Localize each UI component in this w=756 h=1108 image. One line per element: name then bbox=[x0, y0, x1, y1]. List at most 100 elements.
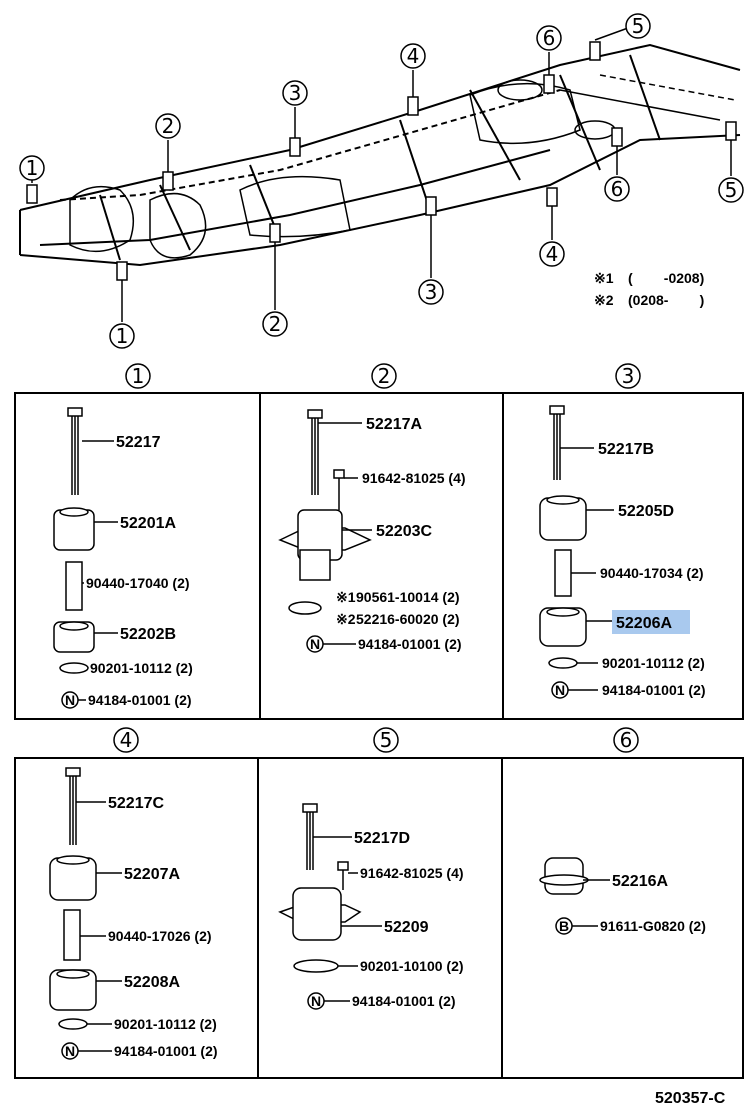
part-label: 52216A bbox=[612, 873, 668, 890]
svg-text:5: 5 bbox=[380, 728, 393, 752]
washer-icon-s1 bbox=[59, 662, 89, 674]
bolt-icon-s2 bbox=[307, 409, 323, 495]
n-mark-icon-s4: N bbox=[61, 1042, 79, 1060]
small-bolt-icon-s5 bbox=[337, 861, 349, 890]
part-label: 94184-01001 (2) bbox=[114, 1043, 218, 1059]
part-label: 90201-10112 (2) bbox=[90, 660, 193, 676]
part-label: 91642-81025 (4) bbox=[362, 470, 466, 486]
cushion-icon-s6 bbox=[539, 857, 589, 895]
part-label: 52202B bbox=[120, 626, 176, 643]
cushion-upper-icon-s4 bbox=[49, 855, 97, 901]
n-mark-icon-s2: N bbox=[306, 635, 324, 653]
svg-text:5: 5 bbox=[725, 178, 738, 202]
note-2-text: (0208- ) bbox=[628, 292, 704, 308]
svg-text:6: 6 bbox=[620, 728, 633, 752]
frame-callout-3b: 3 bbox=[418, 279, 444, 305]
washer-icon-s2 bbox=[288, 601, 322, 615]
part-label: 90440-17026 (2) bbox=[108, 928, 212, 944]
cushion-upper-icon-s1 bbox=[53, 507, 95, 551]
svg-text:2: 2 bbox=[269, 312, 282, 336]
frame-callout-1a: 1 bbox=[19, 155, 45, 181]
section-header-5: 5 bbox=[373, 727, 399, 753]
frame-callout-4b: 4 bbox=[539, 241, 565, 267]
frame-callout-4a: 4 bbox=[400, 43, 426, 69]
cushion-upper-icon-s3 bbox=[539, 495, 587, 541]
part-label: 94184-01001 (2) bbox=[352, 993, 456, 1009]
part-label: 52201A bbox=[120, 515, 176, 532]
part-highlight bbox=[612, 610, 690, 634]
svg-text:5: 5 bbox=[632, 14, 645, 38]
svg-text:1: 1 bbox=[26, 156, 39, 180]
part-label: 52209 bbox=[384, 919, 429, 936]
b-mark-icon-s6: B bbox=[555, 917, 573, 935]
part-label: 91642-81025 (4) bbox=[360, 865, 464, 881]
part-label: 91611-G0820 (2) bbox=[600, 918, 706, 934]
part-label: 52208A bbox=[124, 974, 180, 991]
part-label: 94184-01001 (2) bbox=[88, 692, 192, 708]
n-mark-icon-s5: N bbox=[307, 992, 325, 1010]
small-bolt-icon-s2 bbox=[333, 469, 345, 510]
cushion-lower-icon-s3 bbox=[539, 607, 587, 647]
section-headers: 1 2 3 4 5 6 bbox=[113, 363, 641, 753]
label-leaders bbox=[76, 422, 614, 1052]
cushion-bracket-icon-s5 bbox=[278, 887, 362, 941]
bolt-icon-s5 bbox=[302, 803, 318, 870]
prefix-icons: N N N N N B bbox=[61, 635, 573, 1060]
svg-text:2: 2 bbox=[162, 114, 175, 138]
part-label: 90440-17040 (2) bbox=[86, 575, 190, 591]
svg-text:N: N bbox=[65, 1043, 75, 1059]
part-label: 52217A bbox=[366, 416, 422, 433]
part-label: 52217C bbox=[108, 795, 164, 812]
frame-callout-5a: 5 bbox=[625, 13, 651, 39]
svg-text:4: 4 bbox=[120, 728, 133, 752]
svg-text:6: 6 bbox=[543, 26, 556, 50]
diagram-code: 520357-C bbox=[655, 1090, 726, 1107]
frame-callout-5b: 5 bbox=[718, 177, 744, 203]
section-header-3: 3 bbox=[615, 363, 641, 389]
svg-text:N: N bbox=[310, 636, 320, 652]
part-label: 52205D bbox=[618, 503, 674, 520]
washer-icon-s5 bbox=[293, 959, 339, 973]
collar-icon-s1 bbox=[65, 561, 83, 611]
svg-text:B: B bbox=[559, 918, 569, 934]
svg-text:3: 3 bbox=[425, 280, 438, 304]
svg-text:N: N bbox=[311, 993, 321, 1009]
bolt-icon-s1 bbox=[67, 407, 83, 495]
svg-text:6: 6 bbox=[611, 177, 624, 201]
collar-icon-s4 bbox=[63, 909, 81, 961]
washer-icon-s4 bbox=[58, 1018, 88, 1030]
collar-icon-s3 bbox=[554, 549, 572, 597]
part-label: 52217D bbox=[354, 830, 410, 847]
part-labels: 52217 52201A 90440-17040 (2) 52202B 9020… bbox=[86, 416, 706, 1059]
washer-icon-s3 bbox=[548, 657, 578, 669]
section-boxes bbox=[14, 392, 744, 1079]
section-header-2: 2 bbox=[371, 363, 397, 389]
production-notes: ※1 ( -0208) ※2 (0208- ) bbox=[594, 270, 704, 308]
part-drawings bbox=[49, 405, 589, 1030]
part-label: 52217B bbox=[598, 441, 654, 458]
svg-text:3: 3 bbox=[289, 81, 302, 105]
frame-callout-1b: 1 bbox=[109, 323, 135, 349]
svg-text:4: 4 bbox=[546, 242, 559, 266]
part-label: 52203C bbox=[376, 523, 432, 540]
frame-illustration bbox=[19, 43, 741, 267]
frame-callout-6b: 6 bbox=[604, 176, 630, 202]
part-label: 52217 bbox=[116, 434, 161, 451]
part-label: 90440-17034 (2) bbox=[600, 565, 704, 581]
svg-text:N: N bbox=[65, 692, 75, 708]
bolt-icon-s4 bbox=[65, 767, 81, 845]
svg-text:2: 2 bbox=[378, 364, 391, 388]
cushion-lower-icon-s1 bbox=[53, 621, 95, 653]
frame-callout-6a: 6 bbox=[536, 25, 562, 51]
frame-callout-2b: 2 bbox=[262, 311, 288, 337]
part-label: 90561-10014 (2) bbox=[356, 589, 460, 605]
part-label: 90201-10100 (2) bbox=[360, 958, 464, 974]
cushion-bracket-icon-s2 bbox=[278, 509, 372, 581]
note-1-text: ( -0208) bbox=[628, 270, 704, 286]
svg-text:3: 3 bbox=[622, 364, 635, 388]
part-label: 90201-10112 (2) bbox=[602, 655, 705, 671]
part-label: 52207A bbox=[124, 866, 180, 883]
callout-leaders bbox=[31, 27, 732, 322]
frame-callout-3a: 3 bbox=[282, 80, 308, 106]
note-mark: ※1 bbox=[336, 589, 356, 605]
